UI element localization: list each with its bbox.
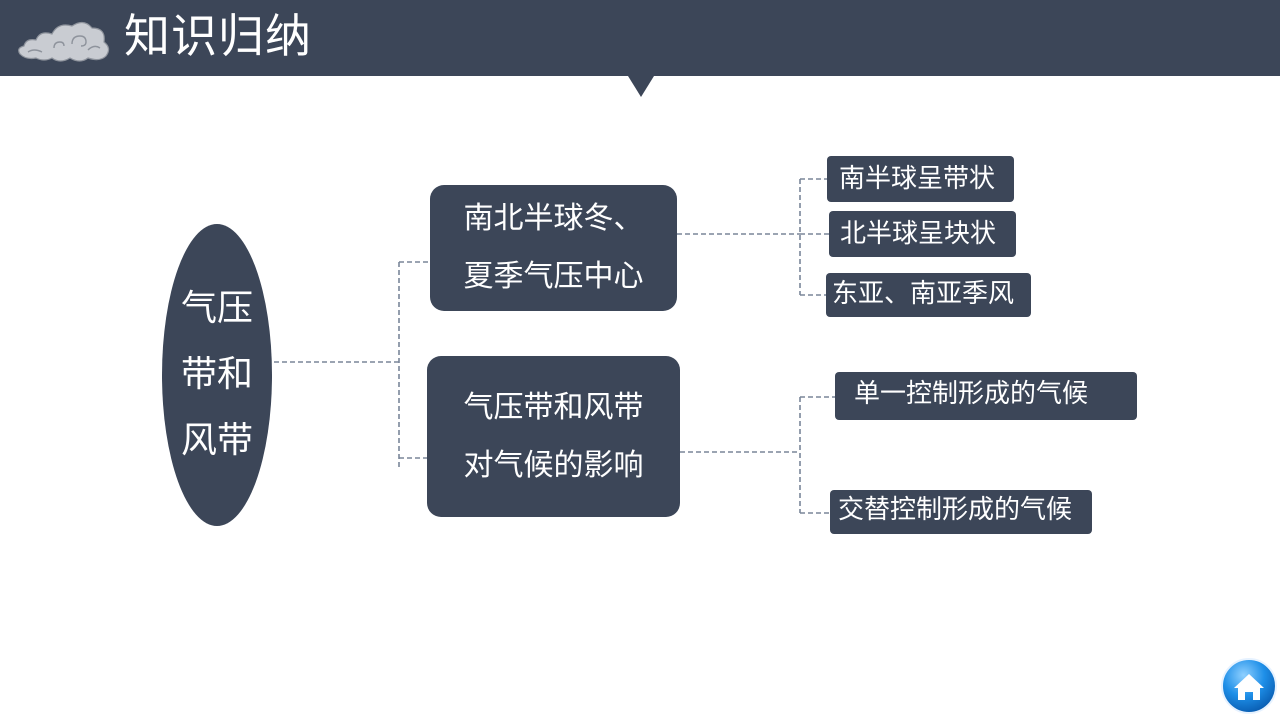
branch1-line-2: 夏季气压中心 [463, 259, 644, 294]
branch2-line-1: 气压带和风带 [463, 389, 644, 425]
leaf-node-asian-monsoon: 东亚、南亚季风 [826, 273, 1031, 317]
home-icon[interactable] [1220, 657, 1278, 715]
root-line-3: 风带 [180, 420, 253, 461]
header-notch [628, 76, 654, 97]
leaf-node-alternating-control-climate: 交替控制形成的气候 [830, 490, 1092, 534]
leaf-node-single-control-climate: 单一控制形成的气候 [835, 372, 1137, 420]
page-title: 知识归纳 [124, 9, 312, 63]
root-node: 气压 带和 风带 [162, 224, 272, 526]
branch1-line-1: 南北半球冬、 [463, 201, 644, 236]
auspicious-cloud-icon [18, 21, 110, 62]
header-bar: 知识归纳 [0, 0, 1280, 76]
branch-node-climate-influence: 气压带和风带 对气候的影响 [427, 356, 680, 517]
root-line-2: 带和 [180, 354, 253, 395]
branch2-line-2: 对气候的影响 [463, 447, 644, 483]
leaf-node-northern-block: 北半球呈块状 [829, 211, 1016, 257]
branch-node-pressure-centers: 南北半球冬、 夏季气压中心 [430, 185, 677, 311]
leaf-node-southern-belt: 南半球呈带状 [827, 156, 1014, 202]
root-line-1: 气压 [180, 288, 253, 329]
